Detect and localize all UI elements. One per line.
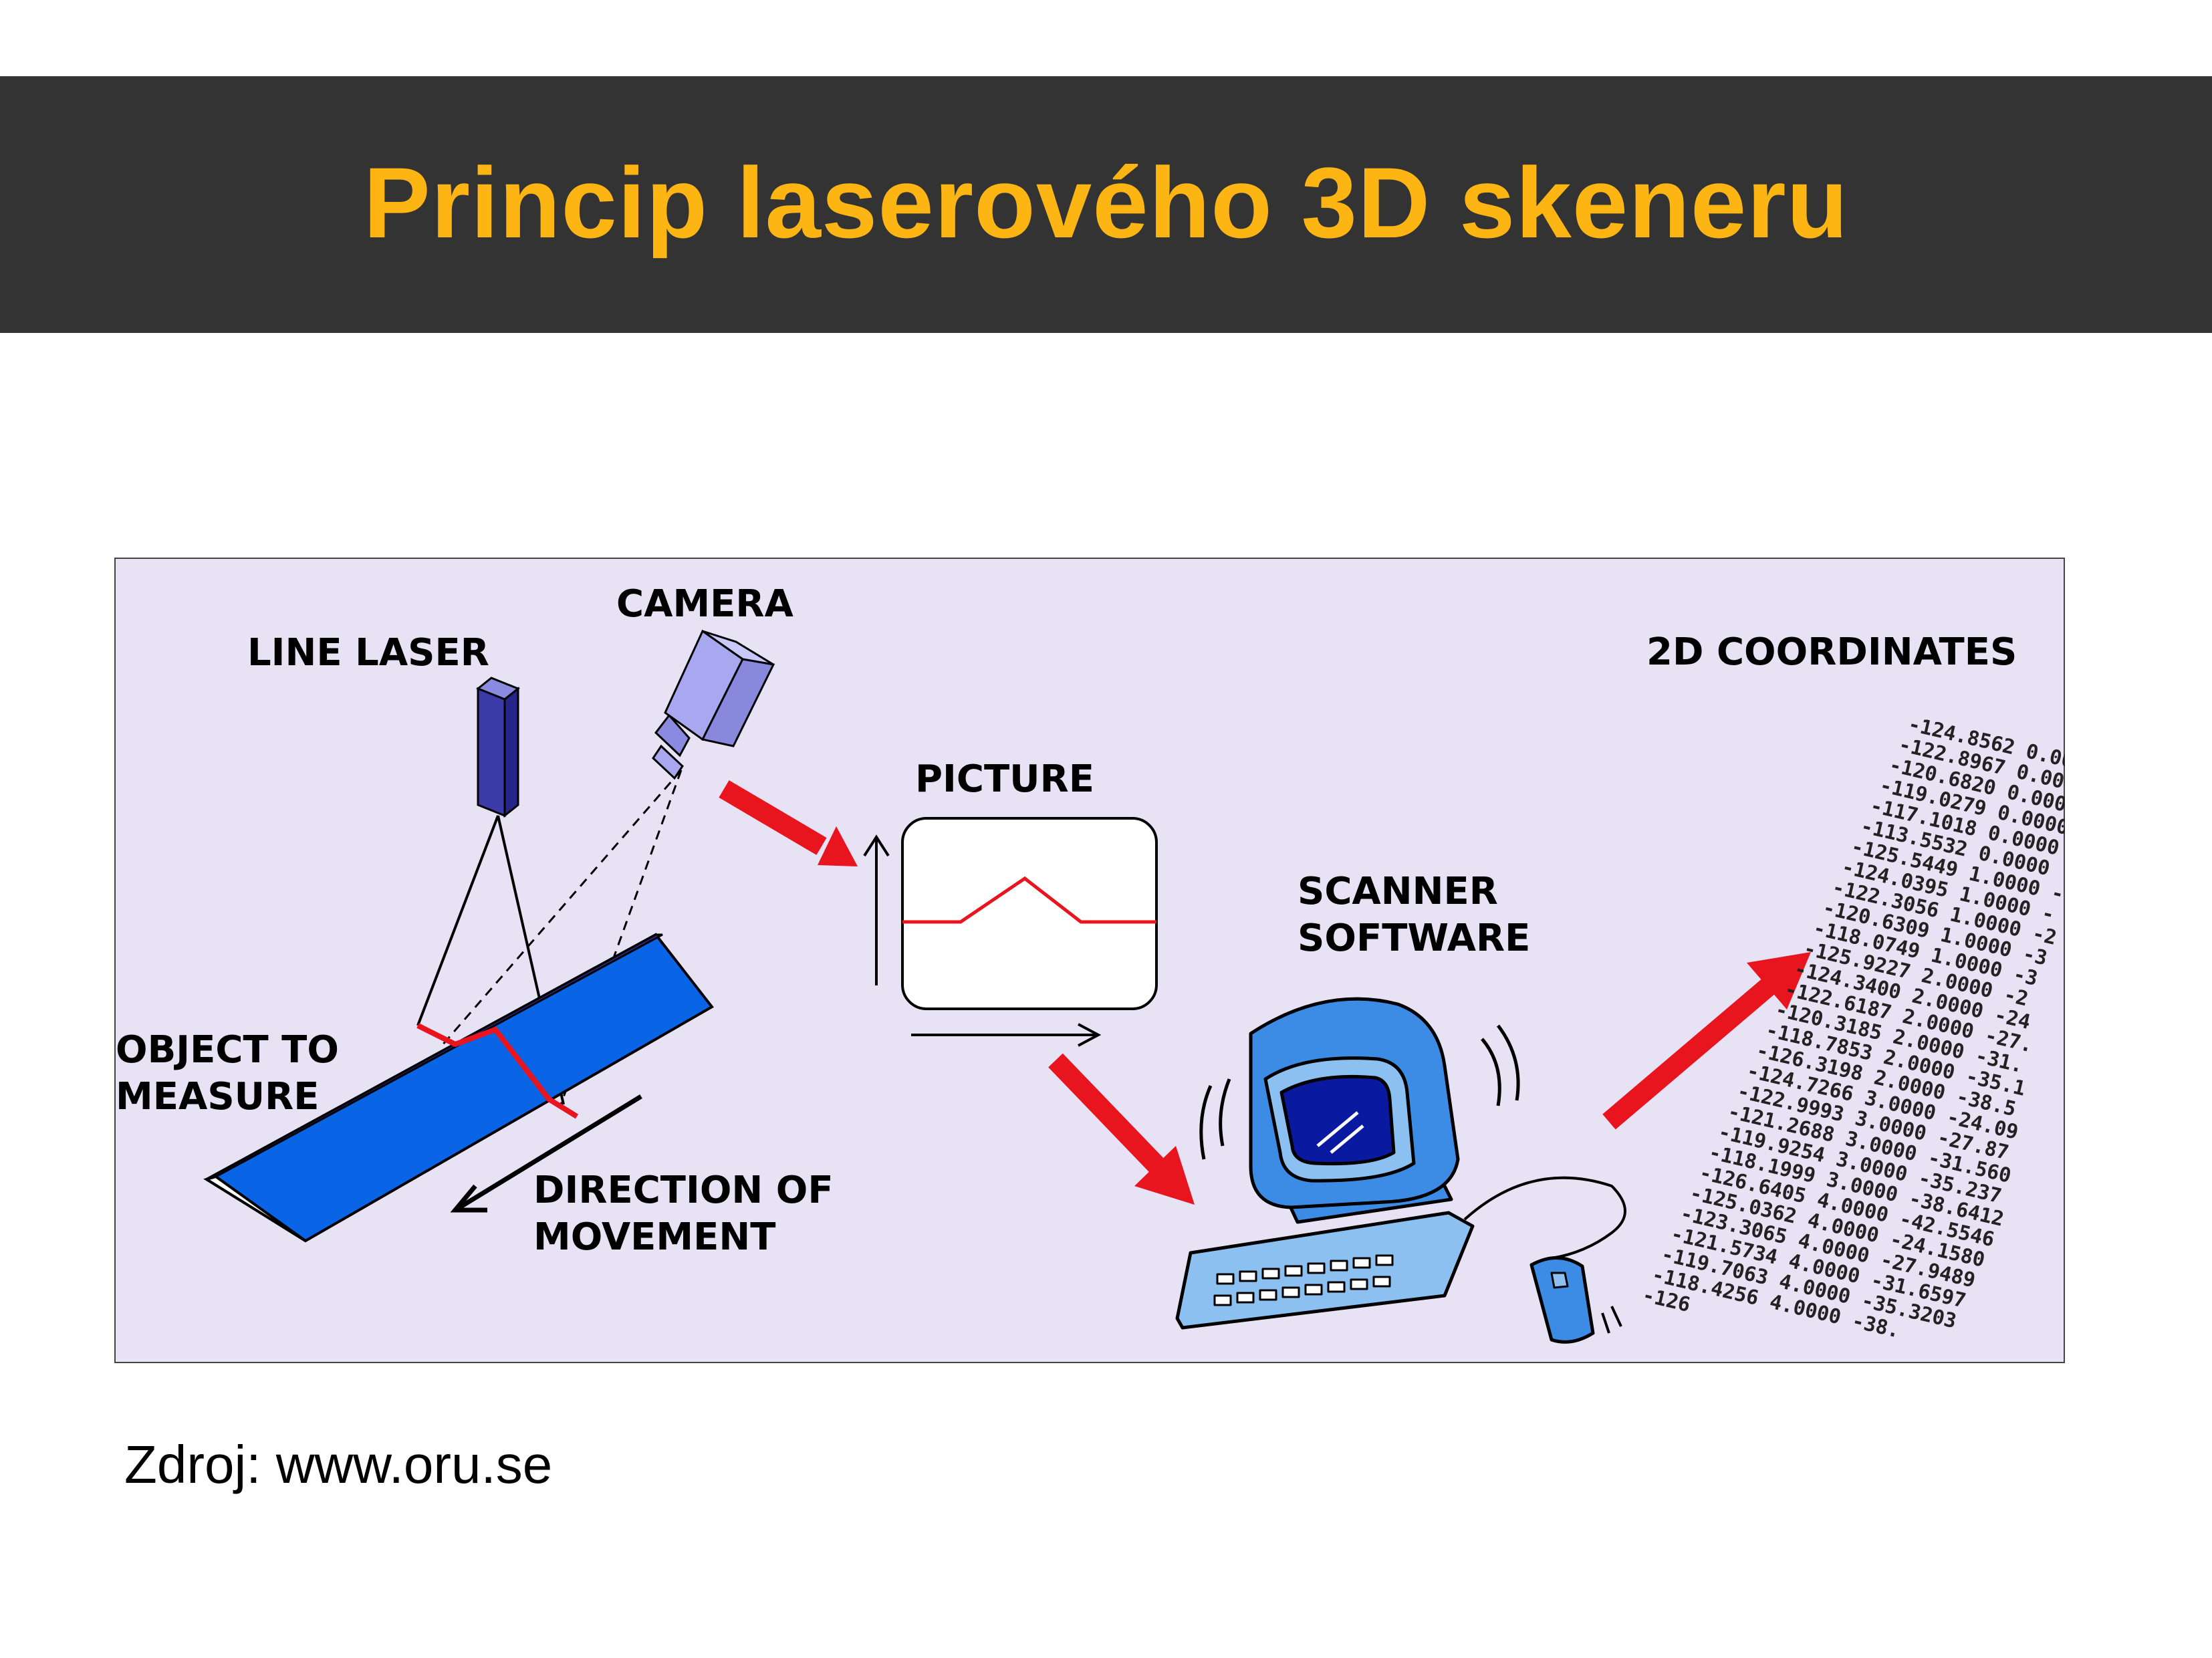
label-object-1: OBJECT TO xyxy=(116,1028,339,1072)
scanner-diagram: -124.8562 0.0000-122.8967 0.0000-120.682… xyxy=(114,558,2065,1363)
label-picture: PICTURE xyxy=(915,757,1094,801)
computer-icon xyxy=(1175,997,1626,1344)
picture-panel xyxy=(863,817,1158,1047)
source-citation: Zdroj: www.oru.se xyxy=(124,1435,553,1494)
label-scanner-software-1: SCANNER xyxy=(1298,870,1498,913)
label-line-laser: LINE LASER xyxy=(247,631,489,675)
label-2d-coordinates: 2D COORDINATES xyxy=(1646,630,2017,674)
label-camera: CAMERA xyxy=(616,582,794,626)
keyboard-keys xyxy=(1213,1254,1394,1306)
label-direction-2: MOVEMENT xyxy=(533,1215,775,1259)
coordinates-list: -124.8562 0.0000-122.8967 0.0000-120.682… xyxy=(1640,713,2065,1343)
label-scanner-software-2: SOFTWARE xyxy=(1298,917,1530,960)
page-title: Princip laserového 3D skeneru xyxy=(363,146,1849,259)
object-prism xyxy=(203,933,714,1243)
arrow-to-picture xyxy=(719,780,858,866)
arrow-to-coordinates xyxy=(1602,952,1811,1130)
label-direction-1: DIRECTION OF xyxy=(533,1169,834,1212)
arrow-to-computer xyxy=(1048,1053,1195,1205)
line-laser-icon xyxy=(476,677,520,818)
title-bar: Princip laserového 3D skeneru xyxy=(0,76,2212,333)
label-object-2: MEASURE xyxy=(116,1075,320,1118)
direction-arrow xyxy=(450,1094,642,1213)
laser-line-on-object xyxy=(416,1023,579,1119)
picture-profile-line xyxy=(902,876,1156,924)
camera-icon xyxy=(652,629,775,780)
